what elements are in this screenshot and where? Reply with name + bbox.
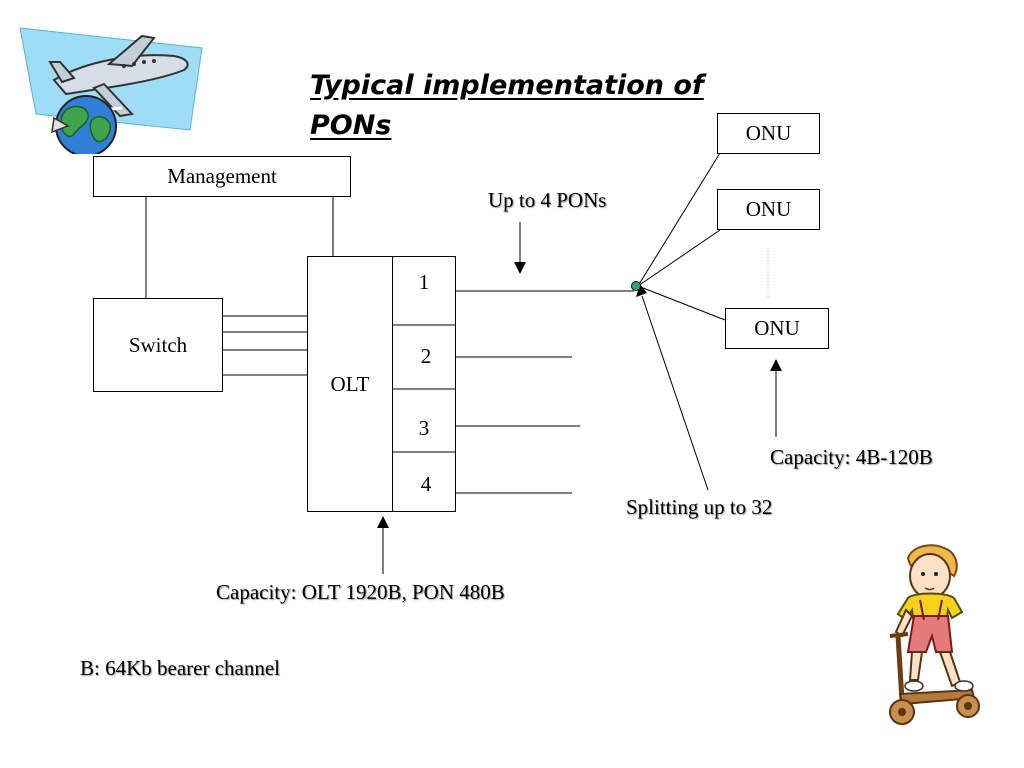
olt-capacity-arrowhead: [377, 516, 389, 528]
onu-label-2: ONU: [745, 197, 792, 221]
page-title: Typical implementation of PONs: [310, 70, 704, 141]
switch-label: Switch: [128, 332, 188, 357]
onu-box-1: ONU: [717, 113, 820, 154]
child-on-scooter-clipart: [889, 544, 980, 725]
airplane-globe-clipart: [19, 27, 203, 154]
olt-box: OLT: [307, 256, 393, 512]
bearer-channel-footnote: B: 64Kb bearer channel: [80, 656, 281, 680]
switch-box: Switch: [93, 298, 223, 392]
onu-label-1: ONU: [745, 121, 792, 145]
up-to-pons-annotation: Up to 4 PONs: [488, 188, 607, 212]
management-label: Management: [167, 164, 277, 188]
splitter-onu-link-2: [637, 229, 721, 287]
management-box: Management: [93, 156, 351, 197]
port-1-label: 1: [418, 270, 430, 294]
port-4-label: 4: [420, 472, 432, 496]
splitting-annotation: Splitting up to 32: [626, 495, 773, 519]
splitter-onu-link-1: [637, 152, 721, 287]
up-to-pons-arrowhead: [514, 262, 526, 274]
onu-box-2: ONU: [717, 189, 820, 230]
onu-capacity-arrowhead: [770, 359, 782, 371]
splitter-node: [631, 281, 641, 291]
splitting-arrowhead: [636, 284, 647, 297]
port-2-label: 2: [420, 344, 432, 368]
onu-capacity-annotation: Capacity: 4B-120B: [770, 445, 933, 469]
port-column: [392, 256, 456, 512]
splitting-arrow: [641, 295, 709, 491]
olt-capacity-annotation: Capacity: OLT 1920B, PON 480B: [216, 580, 505, 604]
splitter-onu-link-3: [637, 285, 726, 321]
port-3-label: 3: [418, 416, 430, 440]
onu-box-3: ONU: [725, 308, 829, 349]
onu-label-3: ONU: [754, 316, 800, 340]
olt-label: OLT: [330, 371, 370, 396]
